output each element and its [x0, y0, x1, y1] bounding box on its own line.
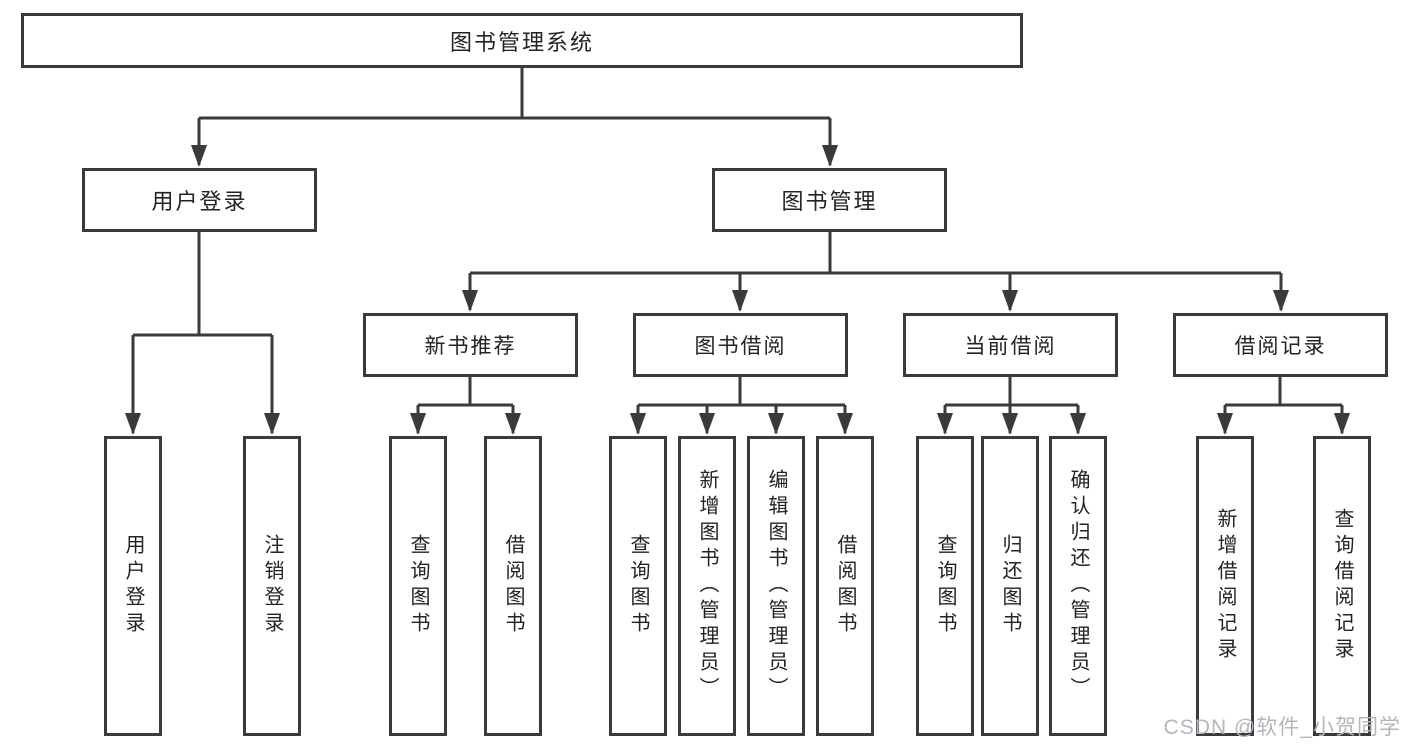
node-leaf-cb-return-books: 归还图书	[981, 436, 1039, 736]
node-label: 新书推荐	[424, 335, 517, 358]
node-label: 图书管理	[781, 189, 878, 214]
node-leaf-cb-confirm-return-admin: 确认归还（管理员）	[1049, 436, 1107, 736]
node-label: 编辑图书（管理员）	[765, 469, 787, 703]
connector-current-borrowing-trunk	[945, 377, 1078, 407]
node-leaf-bb-borrow-books: 借阅图书	[816, 436, 874, 736]
node-new-book-recommend: 新书推荐	[363, 313, 578, 377]
node-leaf-cb-query-books: 查询图书	[916, 436, 974, 736]
node-label: 查询图书	[627, 534, 649, 638]
node-book-borrowing: 图书借阅	[633, 313, 848, 377]
node-label: 借阅图书	[502, 534, 524, 638]
connector-book-management-trunk	[470, 232, 1281, 275]
node-label: 查询借阅记录	[1331, 508, 1353, 664]
connector-new-book-trunk	[418, 377, 513, 407]
node-label: 归还图书	[999, 534, 1021, 638]
node-label: 用户登录	[151, 189, 248, 214]
node-leaf-logout: 注销登录	[243, 436, 301, 736]
node-label: 用户登录	[122, 534, 144, 638]
node-label: 查询图书	[407, 534, 429, 638]
node-leaf-br-query-record: 查询借阅记录	[1313, 436, 1371, 736]
node-label: 新增借阅记录	[1214, 508, 1236, 664]
connector-borrowing-records-trunk	[1225, 377, 1342, 407]
node-label: 查询图书	[934, 534, 956, 638]
node-label: 借阅记录	[1234, 335, 1327, 358]
node-book-management: 图书管理	[712, 168, 947, 232]
node-leaf-bb-edit-books-admin: 编辑图书（管理员）	[747, 436, 805, 736]
node-leaf-bb-query-books: 查询图书	[609, 436, 667, 736]
node-label: 新增图书（管理员）	[696, 469, 718, 703]
node-borrowing-records: 借阅记录	[1173, 313, 1388, 377]
node-leaf-user-login: 用户登录	[104, 436, 162, 736]
node-leaf-nb-borrow-books: 借阅图书	[484, 436, 542, 736]
connector-root-trunk	[199, 68, 830, 120]
connector-user-login-trunk	[133, 232, 272, 337]
node-library-management-system: 图书管理系统	[21, 13, 1023, 68]
node-user-login: 用户登录	[82, 168, 317, 232]
node-current-borrowing: 当前借阅	[903, 313, 1118, 377]
node-label: 注销登录	[261, 534, 283, 638]
node-leaf-br-add-record: 新增借阅记录	[1196, 436, 1254, 736]
node-leaf-nb-query-books: 查询图书	[389, 436, 447, 736]
node-label: 当前借阅	[964, 335, 1057, 358]
node-label: 图书借阅	[694, 335, 787, 358]
node-label: 图书管理系统	[449, 29, 594, 55]
csdn-watermark: CSDN @软件_小贺同学	[1163, 716, 1401, 739]
node-label: 确认归还（管理员）	[1067, 469, 1089, 703]
node-leaf-bb-add-books-admin: 新增图书（管理员）	[678, 436, 736, 736]
connector-book-borrowing-trunk	[638, 377, 845, 407]
node-label: 借阅图书	[834, 534, 856, 638]
